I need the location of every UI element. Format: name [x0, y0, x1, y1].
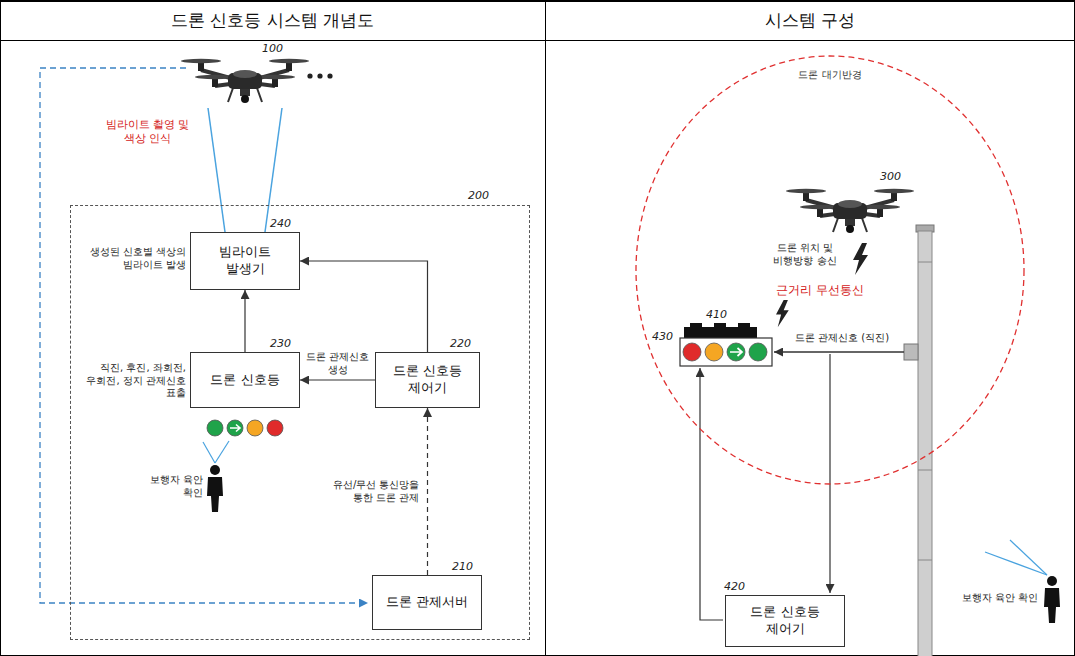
arrow-symbol	[730, 348, 742, 356]
signal-lamp	[267, 420, 283, 436]
note-text: 보행자 육안 확인	[960, 592, 1038, 605]
signal-lamp	[207, 420, 223, 436]
signal-wire	[700, 368, 723, 620]
signal-lamp	[705, 343, 723, 361]
signal-lamp	[749, 343, 767, 361]
callout-number: 200	[468, 189, 489, 202]
callout-number: 410	[706, 308, 732, 322]
signal-lamp	[727, 343, 745, 361]
module-part	[690, 323, 702, 327]
beam-line	[265, 108, 282, 232]
connector-arrow	[300, 379, 375, 380]
signal-pole	[918, 231, 932, 656]
callout-number: 100	[262, 42, 292, 56]
wireless-bolt	[776, 300, 789, 327]
signal-wire	[829, 354, 830, 593]
system-boundary: 240빔라이트 발생기230드론 신호등220드론 신호등 제어기210드론 관…	[70, 205, 530, 640]
more-dots	[317, 73, 322, 78]
signal-lamp	[683, 343, 701, 361]
connector-arrow	[427, 408, 428, 575]
radius-outline	[635, 55, 1025, 485]
box-label: 드론 관제서버	[378, 594, 476, 611]
note-text: 근거리 무선통신	[765, 283, 875, 298]
note-text: 드론 위치 및 비행방향 송신	[760, 242, 850, 267]
pole-band	[918, 560, 932, 561]
drone-figure	[786, 189, 914, 233]
connector-arrow	[300, 261, 428, 352]
callout-number: 420	[724, 580, 745, 593]
pole-band	[918, 470, 932, 471]
note-text: 빔라이트 촬영 및 색상 인식	[100, 118, 195, 146]
callout-number: 220	[450, 337, 471, 350]
header-cell: 시스템 구성	[545, 0, 1075, 40]
more-dots	[307, 73, 312, 78]
signal-lamp	[227, 420, 243, 436]
signal-name: 드론 관제신호 (직진)	[795, 332, 915, 345]
short-range-module	[684, 327, 757, 338]
wireless-bolt	[853, 243, 868, 275]
drone-figure	[181, 59, 309, 103]
sight-line	[1010, 540, 1047, 575]
header-text: 드론 신호등 시스템 개념도	[171, 9, 374, 32]
arrow-symbol	[230, 425, 240, 432]
drone-report-line	[40, 68, 368, 603]
signal-arm	[774, 351, 904, 353]
beam-line	[208, 108, 225, 232]
process-box: 240빔라이트 발생기	[190, 232, 300, 290]
pedestrian-icon	[207, 465, 223, 512]
connector-arrow	[244, 290, 245, 352]
table-border	[0, 0, 1, 656]
table-border	[1074, 0, 1075, 656]
pedestrian-icon	[1044, 576, 1060, 623]
box-label: 드론 신호등 제어기	[726, 604, 844, 638]
process-box: 230드론 신호등	[190, 352, 300, 408]
more-dots	[327, 73, 332, 78]
traffic-light-housing	[680, 338, 772, 366]
table-border	[0, 0, 1075, 2]
module-part	[738, 323, 750, 327]
module-part	[714, 323, 726, 327]
sight-line	[203, 442, 215, 463]
box-label: 빔라이트 발생기	[191, 244, 299, 278]
region-label: 드론 대기반경	[635, 68, 1025, 82]
radius-circle	[636, 56, 1024, 484]
sight-line	[985, 552, 1047, 575]
note-text: 보행자 육안 확인	[140, 474, 203, 499]
signal-lamp	[247, 420, 263, 436]
table-border	[545, 0, 546, 656]
callout-number: 300	[880, 170, 910, 184]
sight-line	[215, 441, 229, 463]
table-border	[0, 655, 1075, 656]
process-box: 420드론 신호등 제어기	[725, 595, 845, 647]
box-label: 드론 신호등 제어기	[376, 363, 479, 397]
header-cell: 드론 신호등 시스템 개념도	[0, 0, 545, 40]
note-text: 직진, 후진, 좌회전,우회전, 정지 관제신호 표출	[80, 362, 186, 400]
edge-label: 유선/무선 통신망을 통한 드론 관제	[314, 479, 420, 504]
standby-radius: 드론 대기반경	[635, 55, 1025, 485]
callout-number: 430	[652, 330, 678, 344]
callout-number: 210	[452, 560, 473, 573]
process-box: 220드론 신호등 제어기	[375, 352, 480, 408]
server-box: 210드론 관제서버	[372, 575, 482, 630]
edge-label: 드론 관제신호 생성	[301, 351, 375, 376]
note-text: 생성된 신호별 색상의 빔라이트 발생	[80, 246, 186, 271]
pole-band	[918, 262, 932, 263]
header-text: 시스템 구성	[765, 9, 855, 32]
table-border	[0, 40, 1075, 41]
box-label: 드론 신호등	[202, 372, 287, 389]
callout-number: 240	[270, 217, 291, 230]
callout-number: 230	[270, 337, 291, 350]
arm-joint	[904, 344, 918, 360]
